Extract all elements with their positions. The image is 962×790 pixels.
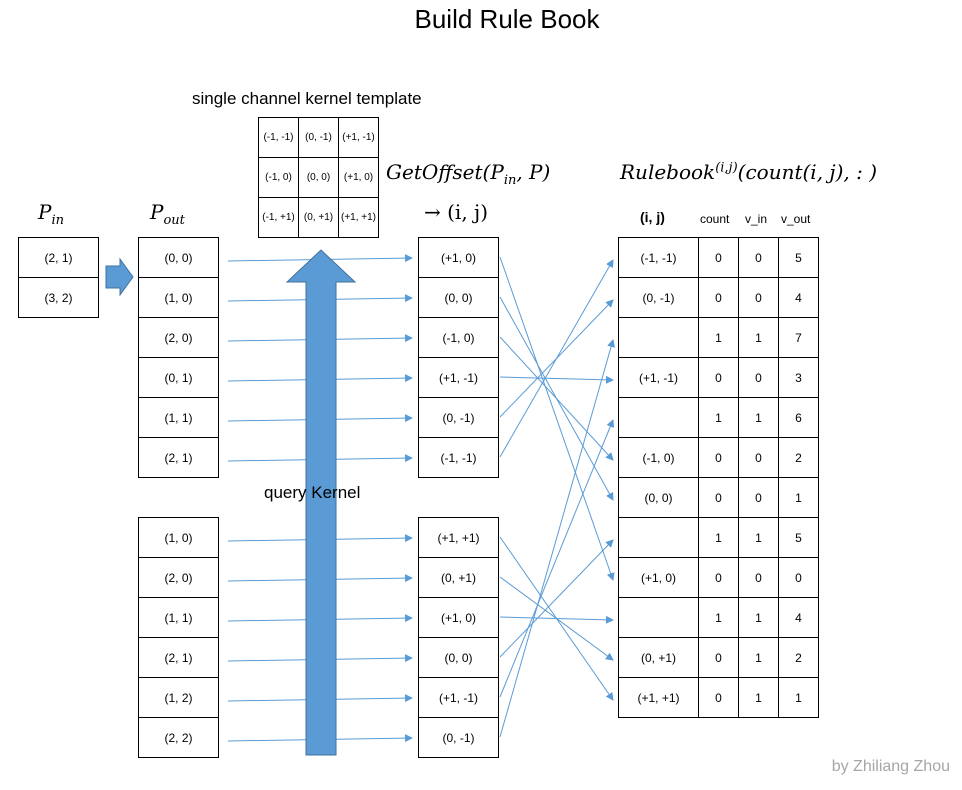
- p-out-cell: (1, 0): [138, 517, 219, 558]
- rulebook-count-cell: 0: [698, 437, 739, 478]
- rulebook-v-out-cell: 1: [778, 477, 819, 518]
- kernel-cell: (0, 0): [298, 157, 339, 198]
- p-out-cell: (1, 1): [138, 597, 219, 638]
- p-out-cell: (2, 0): [138, 557, 219, 598]
- rule-arrow: [499, 336, 614, 461]
- rulebook-v-in-cell: 1: [738, 597, 779, 638]
- rulebook-ij-cell: [618, 397, 699, 438]
- rulebook-v-in-cell: 0: [738, 277, 779, 318]
- getoffset-header: GetOffset(Pin, P): [386, 160, 551, 188]
- rulebook-col-v-in: v_in: [745, 212, 768, 226]
- rulebook-v-out-cell: 5: [778, 517, 819, 558]
- rulebook-col-count: count: [700, 212, 730, 226]
- getoffset-result-header: → (i, j): [424, 200, 489, 224]
- rulebook-count-cell: 1: [698, 597, 739, 638]
- offset-cell: (0, 0): [418, 277, 499, 318]
- rulebook-v-in-cell: 0: [738, 557, 779, 598]
- rulebook-ij-cell: (-1, -1): [618, 237, 699, 278]
- p-out-header: Pout: [150, 200, 185, 228]
- rulebook-v-in-cell: 0: [738, 357, 779, 398]
- rulebook-v-in-cell: 1: [738, 317, 779, 358]
- rulebook-count-cell: 0: [698, 477, 739, 518]
- kernel-cell: (0, +1): [298, 197, 339, 238]
- rulebook-col-ij: (i, j): [640, 209, 665, 225]
- rulebook-header: Rulebook(i,j)(count(i, j), : ): [620, 160, 878, 184]
- rulebook-ij-cell: (+1, -1): [618, 357, 699, 398]
- kernel-cell: (+1, -1): [338, 117, 379, 158]
- rulebook-col-v-out: v_out: [781, 212, 811, 226]
- offset-cell: (0, -1): [418, 717, 499, 758]
- rule-arrow: [499, 339, 615, 738]
- rulebook-ij-cell: (0, 0): [618, 477, 699, 518]
- p-in-arrow: [105, 257, 134, 297]
- rulebook-v-out-cell: 2: [778, 437, 819, 478]
- p-out-cell: (2, 1): [138, 437, 219, 478]
- diagram-title: Build Rule Book: [414, 4, 600, 34]
- rulebook-v-out-cell: 2: [778, 637, 819, 678]
- offset-cell: (+1, -1): [418, 357, 499, 398]
- offset-cell: (0, 0): [418, 637, 499, 678]
- rule-arrow: [499, 615, 614, 624]
- rulebook-v-in-cell: 1: [738, 637, 779, 678]
- rulebook-ij-cell: (0, -1): [618, 277, 699, 318]
- rulebook-count-cell: 0: [698, 677, 739, 718]
- p-out-cell: (0, 1): [138, 357, 219, 398]
- p-out-cell: (0, 0): [138, 237, 219, 278]
- p-out-cell: (2, 0): [138, 317, 219, 358]
- p-out-cell: (1, 2): [138, 677, 219, 718]
- rulebook-v-out-cell: 1: [778, 677, 819, 718]
- p-out-cell: (1, 0): [138, 277, 219, 318]
- offset-cell: (-1, -1): [418, 437, 499, 478]
- offset-cell: (0, +1): [418, 557, 499, 598]
- p-in-cell: (3, 2): [18, 277, 99, 318]
- p-in-header: Pin: [38, 200, 64, 228]
- rule-arrow: [499, 259, 614, 458]
- rule-arrow: [499, 539, 614, 658]
- rule-arrow: [499, 256, 615, 581]
- offset-cell: (+1, -1): [418, 677, 499, 718]
- kernel-cell: (0, -1): [298, 117, 339, 158]
- offset-cell: (+1, 0): [418, 597, 499, 638]
- credit: by Zhiliang Zhou: [831, 758, 950, 775]
- rulebook-v-in-cell: 1: [738, 677, 779, 718]
- query-kernel-label: query Kernel: [264, 483, 361, 502]
- rulebook-count-cell: 1: [698, 317, 739, 358]
- rulebook-count-cell: 0: [698, 357, 739, 398]
- p-out-cell: (2, 1): [138, 637, 219, 678]
- rulebook-v-in-cell: 1: [738, 517, 779, 558]
- rulebook-ij-cell: (+1, +1): [618, 677, 699, 718]
- rule-arrow: [499, 375, 614, 384]
- p-in-cell: (2, 1): [18, 237, 99, 278]
- offset-cell: (+1, +1): [418, 517, 499, 558]
- rulebook-ij-cell: (0, +1): [618, 637, 699, 678]
- p-out-cell: (2, 2): [138, 717, 219, 758]
- rule-arrow: [499, 419, 615, 698]
- rulebook-v-in-cell: 1: [738, 397, 779, 438]
- kernel-cell: (+1, +1): [338, 197, 379, 238]
- kernel-template-label: single channel kernel template: [192, 89, 422, 108]
